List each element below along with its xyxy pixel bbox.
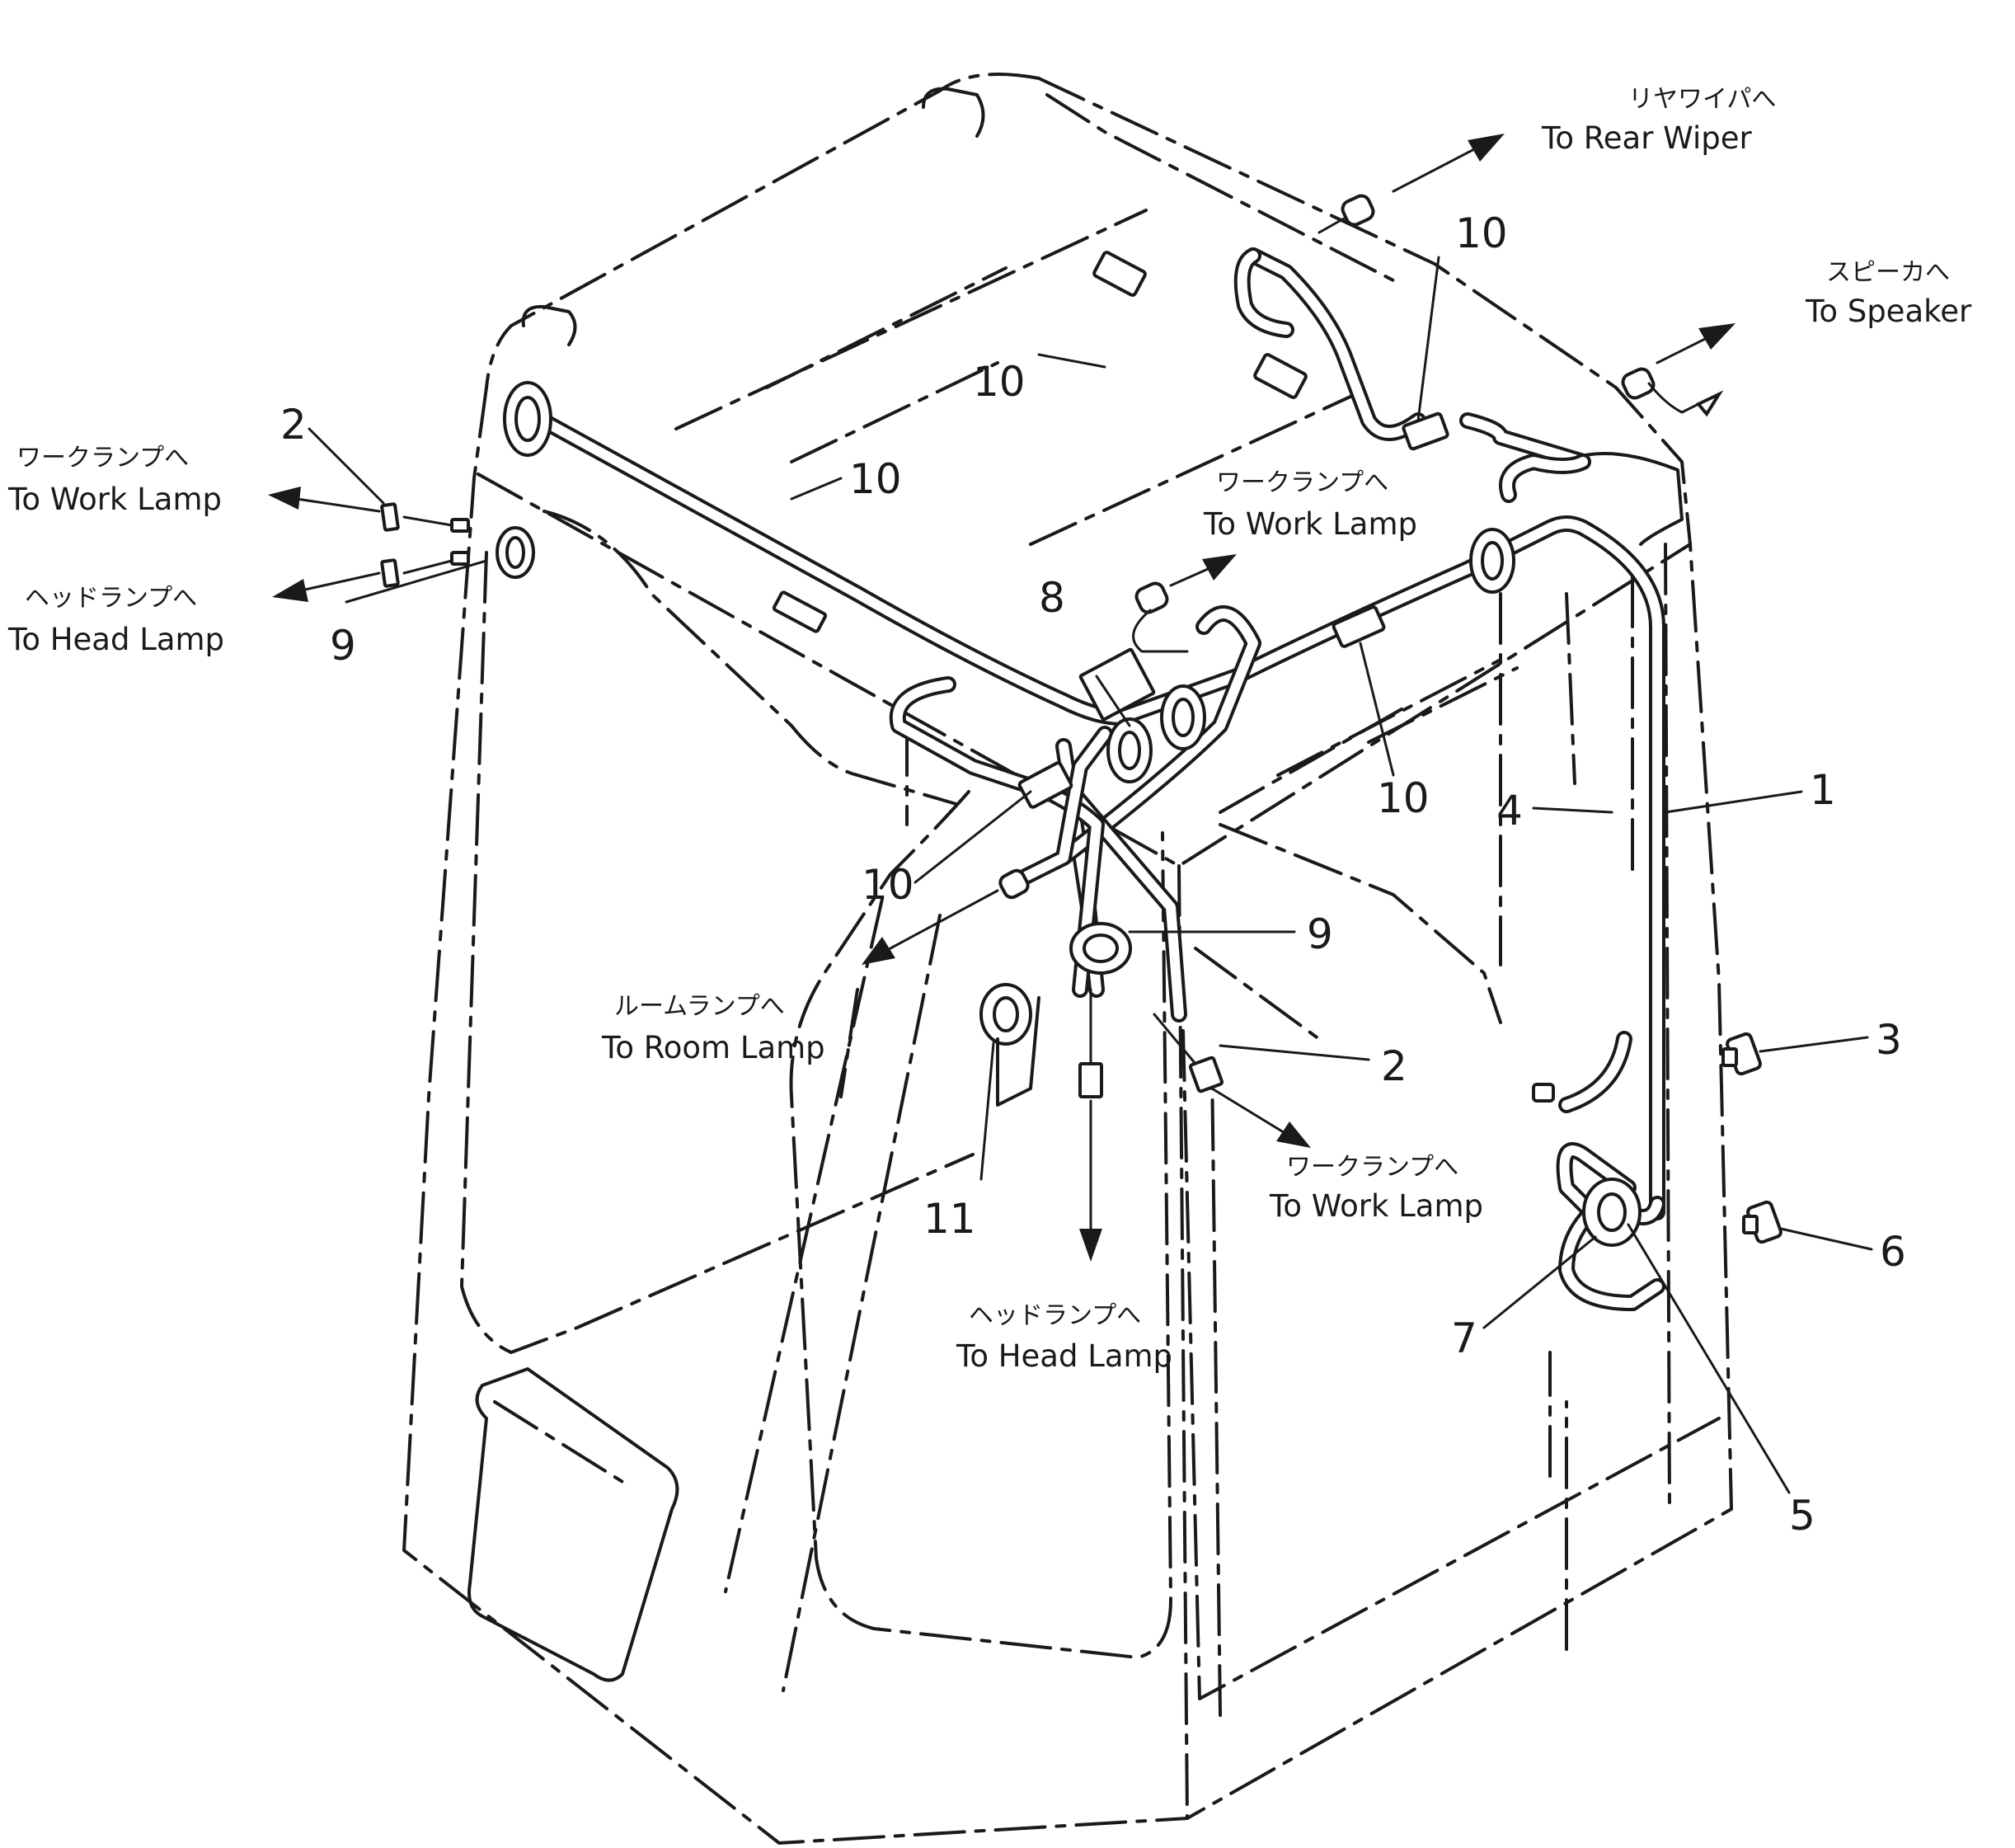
rear-wiper-label-en: To Rear Wiper: [1541, 120, 1752, 156]
work-lamp-left-label-jp: ワークランプへ: [16, 444, 189, 473]
speaker-label-jp: スピーカへ: [1826, 258, 1950, 287]
callout-7: 7: [1451, 1314, 1477, 1362]
cab-front-panel: [467, 897, 942, 1692]
callout-10-rear: 10: [1455, 209, 1508, 257]
destination-labels: リヤワイパへ To Rear Wiper スピーカへ To Speaker ワー…: [7, 85, 1972, 1374]
roof-bumps: [521, 87, 1684, 546]
callout-5: 5: [1789, 1492, 1815, 1540]
head-lamp-bottom-label-jp: ヘッドランプへ: [969, 1301, 1141, 1330]
head-lamp-left-label-en: To Head Lamp: [7, 622, 224, 657]
callout-10-roof: 10: [973, 358, 1026, 406]
roof-harness: [509, 247, 1665, 1311]
harness-clamps: [772, 251, 1449, 809]
callout-10-right: 10: [1377, 774, 1430, 822]
callout-4: 4: [1496, 787, 1523, 835]
destination-arrows: [268, 134, 1736, 1262]
callout-8: 8: [1039, 574, 1065, 622]
leader-lines: [308, 256, 1873, 1494]
callout-11: 11: [923, 1195, 976, 1243]
callout-9-center: 9: [1307, 910, 1333, 958]
callout-6: 6: [1880, 1228, 1906, 1276]
callout-numbers: 2 9 10 10 10 8 10 10 9 2 11 4 1 3 6 7 5: [280, 209, 1906, 1540]
callout-2-center: 2: [1381, 1042, 1407, 1090]
head-lamp-left-label-jp: ヘッドランプへ: [25, 584, 197, 613]
work-lamp-left-label-en: To Work Lamp: [7, 482, 222, 517]
cab-outline: [402, 73, 1733, 1845]
head-lamp-bottom-label-en: To Head Lamp: [956, 1338, 1172, 1374]
callout-2-left: 2: [280, 401, 307, 449]
callout-3: 3: [1876, 1016, 1902, 1064]
speaker-label-en: To Speaker: [1805, 294, 1972, 329]
room-lamp-label-en: To Room Lamp: [601, 1030, 825, 1065]
work-lamp-top-label-jp: ワークランプへ: [1216, 468, 1388, 497]
work-lamp-right-label-jp: ワークランプへ: [1286, 1153, 1458, 1182]
grommets: [496, 381, 1642, 1247]
callout-10-mid-left: 10: [849, 455, 902, 503]
callout-9-left: 9: [330, 622, 356, 670]
work-lamp-top-label-en: To Work Lamp: [1203, 506, 1417, 542]
callout-10-bottom: 10: [862, 861, 914, 909]
connectors: [380, 194, 1782, 1244]
work-lamp-right-label-en: To Work Lamp: [1269, 1188, 1483, 1224]
rear-wiper-label-jp: リヤワイパへ: [1628, 85, 1776, 114]
callout-1: 1: [1810, 766, 1836, 814]
room-lamp-label-jp: ルームランプへ: [614, 992, 785, 1021]
